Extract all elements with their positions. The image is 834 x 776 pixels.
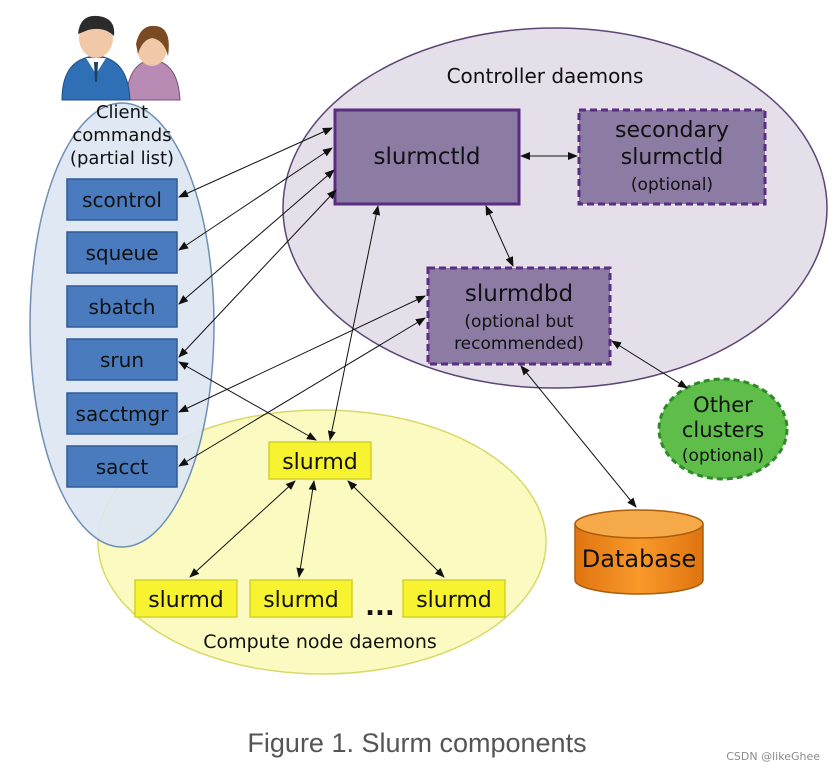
slurmctld-label: slurmctld — [373, 144, 480, 170]
slurmd-label: slurmd — [263, 588, 339, 613]
slurmdbd-note-line-1: (optional but — [464, 312, 573, 332]
secondary-slurmctld-label-line-2: slurmctld — [621, 145, 723, 170]
client-command-label: squeue — [85, 241, 158, 265]
slurmdbd-note-line-2: recommended) — [454, 334, 584, 354]
arrow-slurmd-node-2 — [296, 480, 317, 578]
arrow-slurmd-node-1 — [189, 480, 296, 578]
arrow-sacctmgr-slurmdbd — [178, 295, 426, 413]
client-command-squeue[interactable]: squeue — [66, 231, 178, 274]
client-region-label-line-2: commands — [72, 125, 171, 146]
slurmctld-node[interactable]: slurmctld — [333, 108, 521, 206]
watermark: CSDN @likeGhee — [726, 750, 820, 763]
slurmdbd-node[interactable]: slurmdbd (optional but recommended) — [426, 266, 612, 366]
slurmd-ellipsis: ... — [365, 592, 395, 622]
slurmd-node-2[interactable]: slurmd — [249, 579, 353, 618]
secondary-slurmctld-label-line-1: secondary — [615, 118, 729, 143]
arrow-slurmctld-slurmdbd — [485, 205, 514, 267]
arrow-slurmdbd-other-clusters — [611, 340, 688, 389]
other-clusters-note: (optional) — [682, 446, 764, 466]
slurmd-node-1[interactable]: slurmd — [134, 579, 238, 618]
other-clusters-node[interactable]: Other clusters (optional) — [657, 377, 789, 481]
controller-region-label: Controller daemons — [447, 64, 644, 88]
slurmd-main-node[interactable]: slurmd — [268, 441, 372, 480]
client-command-sacctmgr[interactable]: sacctmgr — [66, 392, 178, 435]
client-command-label: sacct — [96, 455, 149, 479]
arrow-srun-slurmd — [178, 361, 317, 441]
slurmd-label: slurmd — [282, 450, 358, 475]
client-region-label-line-1: Client — [96, 102, 148, 123]
connection-arrows — [178, 127, 688, 578]
arrow-slurmd-node-3 — [347, 480, 445, 578]
compute-region-label: Compute node daemons — [203, 631, 437, 653]
client-command-scontrol[interactable]: scontrol — [66, 178, 178, 221]
client-command-srun[interactable]: srun — [66, 338, 178, 381]
other-clusters-label-line-1: Other — [693, 393, 753, 417]
slurmdbd-label: slurmdbd — [465, 281, 573, 307]
database-node[interactable]: Database — [574, 509, 704, 595]
slurmd-label: slurmd — [416, 588, 492, 613]
client-command-label: sacctmgr — [76, 402, 170, 426]
other-clusters-label-line-2: clusters — [682, 418, 764, 442]
slurmd-node-3[interactable]: slurmd — [402, 579, 506, 618]
arrow-slurmctld-slurmd — [327, 205, 381, 441]
client-region-label-line-3: (partial list) — [70, 148, 174, 169]
client-command-label: srun — [100, 348, 144, 372]
client-command-label: scontrol — [82, 188, 162, 212]
secondary-slurmctld-node[interactable]: secondary slurmctld (optional) — [577, 108, 767, 206]
arrow-slurmdbd-database — [520, 365, 637, 508]
client-command-sbatch[interactable]: sbatch — [66, 285, 178, 328]
secondary-slurmctld-note: (optional) — [631, 175, 713, 195]
database-label: Database — [582, 545, 697, 573]
users-icon — [61, 15, 181, 101]
client-command-label: sbatch — [89, 295, 156, 319]
slurmd-label: slurmd — [148, 588, 224, 613]
figure-caption: Figure 1. Slurm components — [247, 728, 587, 758]
client-command-sacct[interactable]: sacct — [66, 445, 178, 488]
